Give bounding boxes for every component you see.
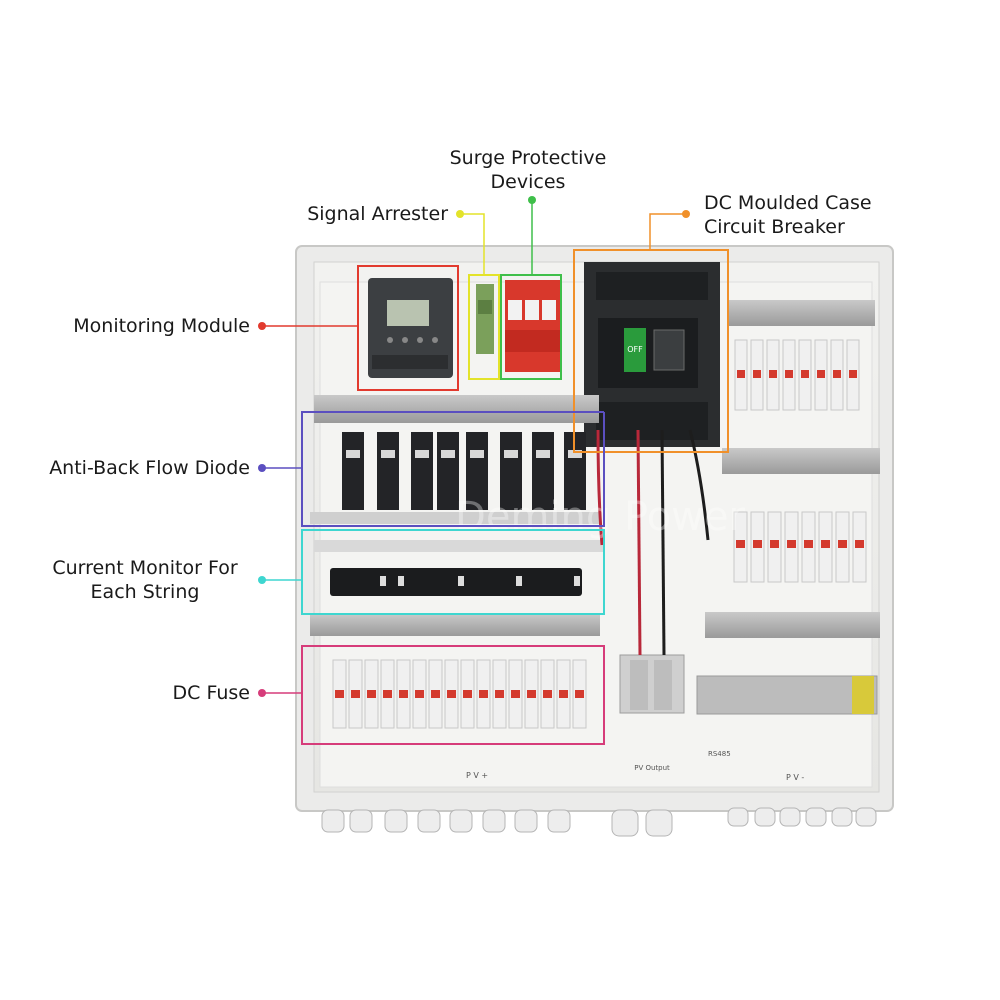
highlight-mccb: [573, 210, 729, 453]
highlight-dc-fuse: [258, 645, 605, 745]
pv-minus-text: P V -: [786, 773, 804, 782]
current-monitor-label-line1: Current Monitor For: [52, 557, 238, 579]
upper-right-fuse-row: [727, 300, 875, 411]
pv-plus-text: P V +: [466, 771, 488, 780]
current-monitor-label-line2: Each String: [90, 581, 200, 603]
anti-back-flow-label: Anti-Back Flow Diode: [49, 457, 250, 479]
signal-arrester-label: Signal Arrester: [307, 203, 448, 225]
dc-fuse-row: P V +: [332, 659, 587, 780]
dc-fuse-label: DC Fuse: [172, 682, 250, 704]
pv-output-terminal: PV Output: [619, 654, 685, 772]
terminal-strip: RS485 P V -: [696, 612, 880, 782]
monitoring-module-device: [368, 278, 453, 378]
surge-protective-device: [505, 280, 560, 372]
mccb-label-line1: DC Moulded Case: [704, 192, 872, 214]
surge-label-line2: Devices: [490, 171, 566, 193]
pv-output-text: PV Output: [634, 764, 670, 772]
cable-glands: [321, 807, 877, 837]
highlight-monitoring: [258, 265, 459, 391]
current-monitor-device: [310, 540, 604, 636]
highlight-signal-arrester: [456, 210, 500, 380]
surge-label-line1: Surge Protective: [449, 147, 607, 169]
dc-mccb-device: OFF: [584, 262, 720, 447]
signal-arrester-device: [476, 284, 494, 354]
highlight-current-monitor: [258, 529, 605, 615]
cables: [596, 429, 710, 656]
highlight-surge: [500, 196, 562, 380]
diode-row: [310, 395, 600, 524]
breaker-off-text: OFF: [627, 345, 643, 354]
mccb-label-line2: Circuit Breaker: [704, 216, 845, 238]
monitoring-module-label: Monitoring Module: [73, 315, 250, 337]
highlight-diode: [258, 411, 605, 527]
watermark: Deming Power: [455, 494, 745, 540]
rs485-text: RS485: [708, 750, 731, 758]
middle-right-fuse-row: [722, 448, 880, 583]
